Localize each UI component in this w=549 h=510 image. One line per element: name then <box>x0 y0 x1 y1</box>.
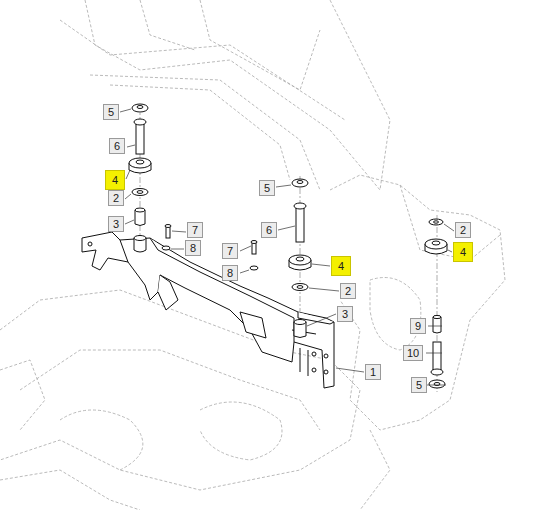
callout-number: 2 <box>455 222 471 238</box>
callout-number: 9 <box>410 318 426 334</box>
callout-number: 5 <box>103 104 119 120</box>
callout-number: 2 <box>340 283 356 299</box>
callout-number: 4 <box>331 256 351 276</box>
callout-number: 2 <box>108 190 124 206</box>
callout-number: 6 <box>261 222 277 238</box>
callout-number: 4 <box>453 242 473 262</box>
callout-number: 5 <box>411 377 427 393</box>
callout-number: 7 <box>187 222 203 238</box>
callout-number: 1 <box>365 364 381 380</box>
callout-number: 4 <box>105 170 125 190</box>
callout-number: 5 <box>259 180 275 196</box>
callout-number: 6 <box>109 138 125 154</box>
callout-number: 7 <box>222 243 238 259</box>
callout-number: 3 <box>337 306 353 322</box>
callout-number: 3 <box>108 216 124 232</box>
callout-number: 10 <box>403 345 423 361</box>
callout-number: 8 <box>222 265 238 281</box>
callout-number: 8 <box>185 240 201 256</box>
